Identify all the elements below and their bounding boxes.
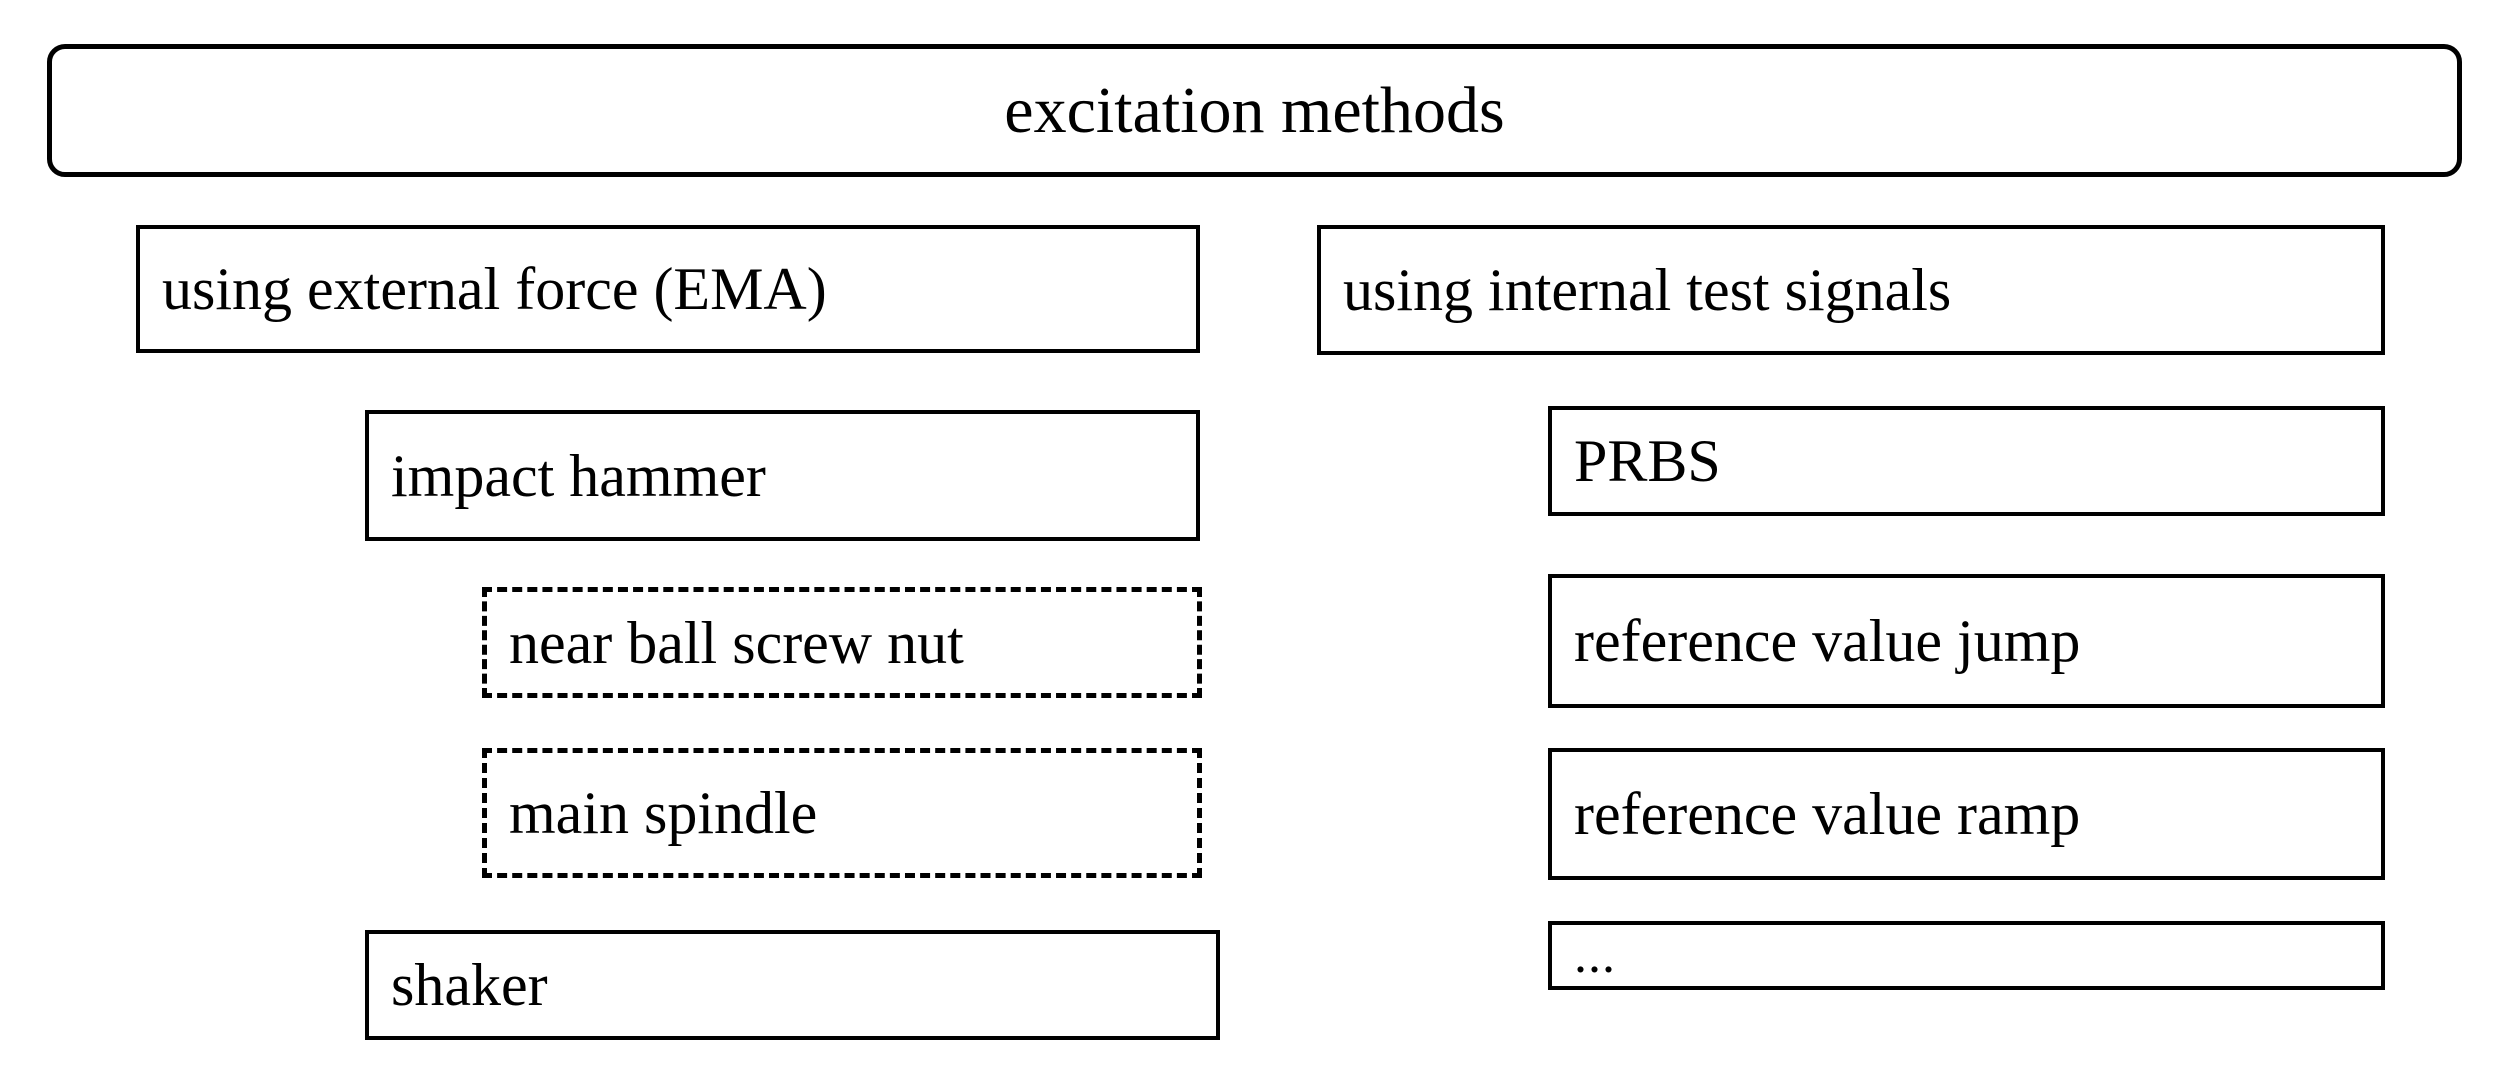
node-label: impact hammer [391, 442, 766, 509]
node-label: using external force (EMA) [162, 256, 827, 322]
node-label: reference value ramp [1574, 781, 2081, 847]
node-impact-hammer[interactable]: impact hammer [365, 410, 1200, 541]
node-prbs[interactable]: PRBS [1548, 406, 2385, 516]
node-label: near ball screw nut [509, 609, 964, 676]
node-label: excitation methods [1004, 73, 1505, 147]
node-label: ... [1574, 926, 1616, 984]
node-reference-value-ramp[interactable]: reference value ramp [1548, 748, 2385, 880]
node-label: using internal test signals [1343, 257, 1952, 323]
node-using-external-force-ema[interactable]: using external force (EMA) [136, 225, 1200, 353]
node-label: PRBS [1574, 428, 1721, 494]
node-label: shaker [391, 952, 548, 1018]
node-more-ellipsis[interactable]: ... [1548, 921, 2385, 990]
node-label: reference value jump [1574, 608, 2081, 674]
node-reference-value-jump[interactable]: reference value jump [1548, 574, 2385, 708]
node-using-internal-test-signals[interactable]: using internal test signals [1317, 225, 2385, 355]
node-excitation-methods[interactable]: excitation methods [47, 44, 2462, 177]
node-near-ball-screw-nut[interactable]: near ball screw nut [482, 587, 1202, 698]
node-main-spindle[interactable]: main spindle [482, 748, 1202, 878]
node-shaker[interactable]: shaker [365, 930, 1220, 1040]
node-label: main spindle [509, 780, 818, 846]
